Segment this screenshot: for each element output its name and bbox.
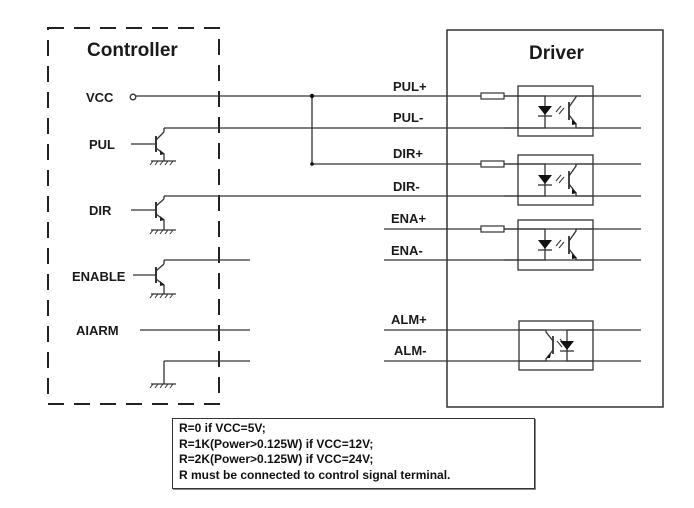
vcc-terminal-icon [129,93,137,101]
pul-transistor-icon [131,128,165,161]
led-icon [560,341,574,350]
enable-transistor-icon [133,260,165,294]
controller-box [47,27,220,405]
dir-minus-label: DIR- [393,179,420,194]
resistor-icon [480,225,505,233]
enable-label: ENABLE [72,269,126,284]
alm-plus-label: ALM+ [391,312,427,327]
alarm-label: AIARM [76,323,119,338]
led-icon [538,175,552,184]
optocoupler-body [518,320,594,371]
dir-transistor-icon [131,196,165,230]
alm-minus-label: ALM- [394,343,427,358]
note-line: R=0 if VCC=5V; [179,421,266,435]
pul-optocoupler-icon [504,85,594,137]
enable-ground-icon [149,293,176,299]
optocoupler-body [517,219,594,271]
controller-title: Controller [87,40,178,61]
ena-optocoupler-icon [504,219,594,271]
optocoupler-body [517,85,594,137]
driver-box [446,29,664,408]
pul-plus-label: PUL+ [393,79,427,94]
dir-ground-icon [149,229,176,235]
note-line: R=2K(Power>0.125W) if VCC=24V; [179,452,374,466]
dir-label: DIR [89,203,112,218]
resistor-note-box: R=0 if VCC=5V; R=1K(Power>0.125W) if VCC… [172,418,535,489]
pul-label: PUL [89,137,115,152]
dir-optocoupler-icon [504,154,594,206]
junction-dot [310,162,314,166]
ena-plus-label: ENA+ [391,211,426,226]
vcc-label: VCC [86,90,114,105]
note-line: R=1K(Power>0.125W) if VCC=12V; [179,436,374,451]
resistor-icon [480,92,505,100]
junction-dot [309,93,315,99]
pul-minus-label: PUL- [393,110,423,125]
led-icon [538,240,552,249]
resistor-icon [480,160,505,168]
dir-plus-label: DIR+ [393,146,423,161]
driver-title: Driver [529,43,585,64]
note-line: R must be connected to control signal te… [179,467,451,482]
optocoupler-body [517,154,594,206]
pul-ground-icon [149,160,176,166]
common-ground-icon [149,383,176,389]
ena-minus-label: ENA- [391,243,423,258]
led-icon [538,106,552,115]
alm-optocoupler-icon [518,320,594,371]
